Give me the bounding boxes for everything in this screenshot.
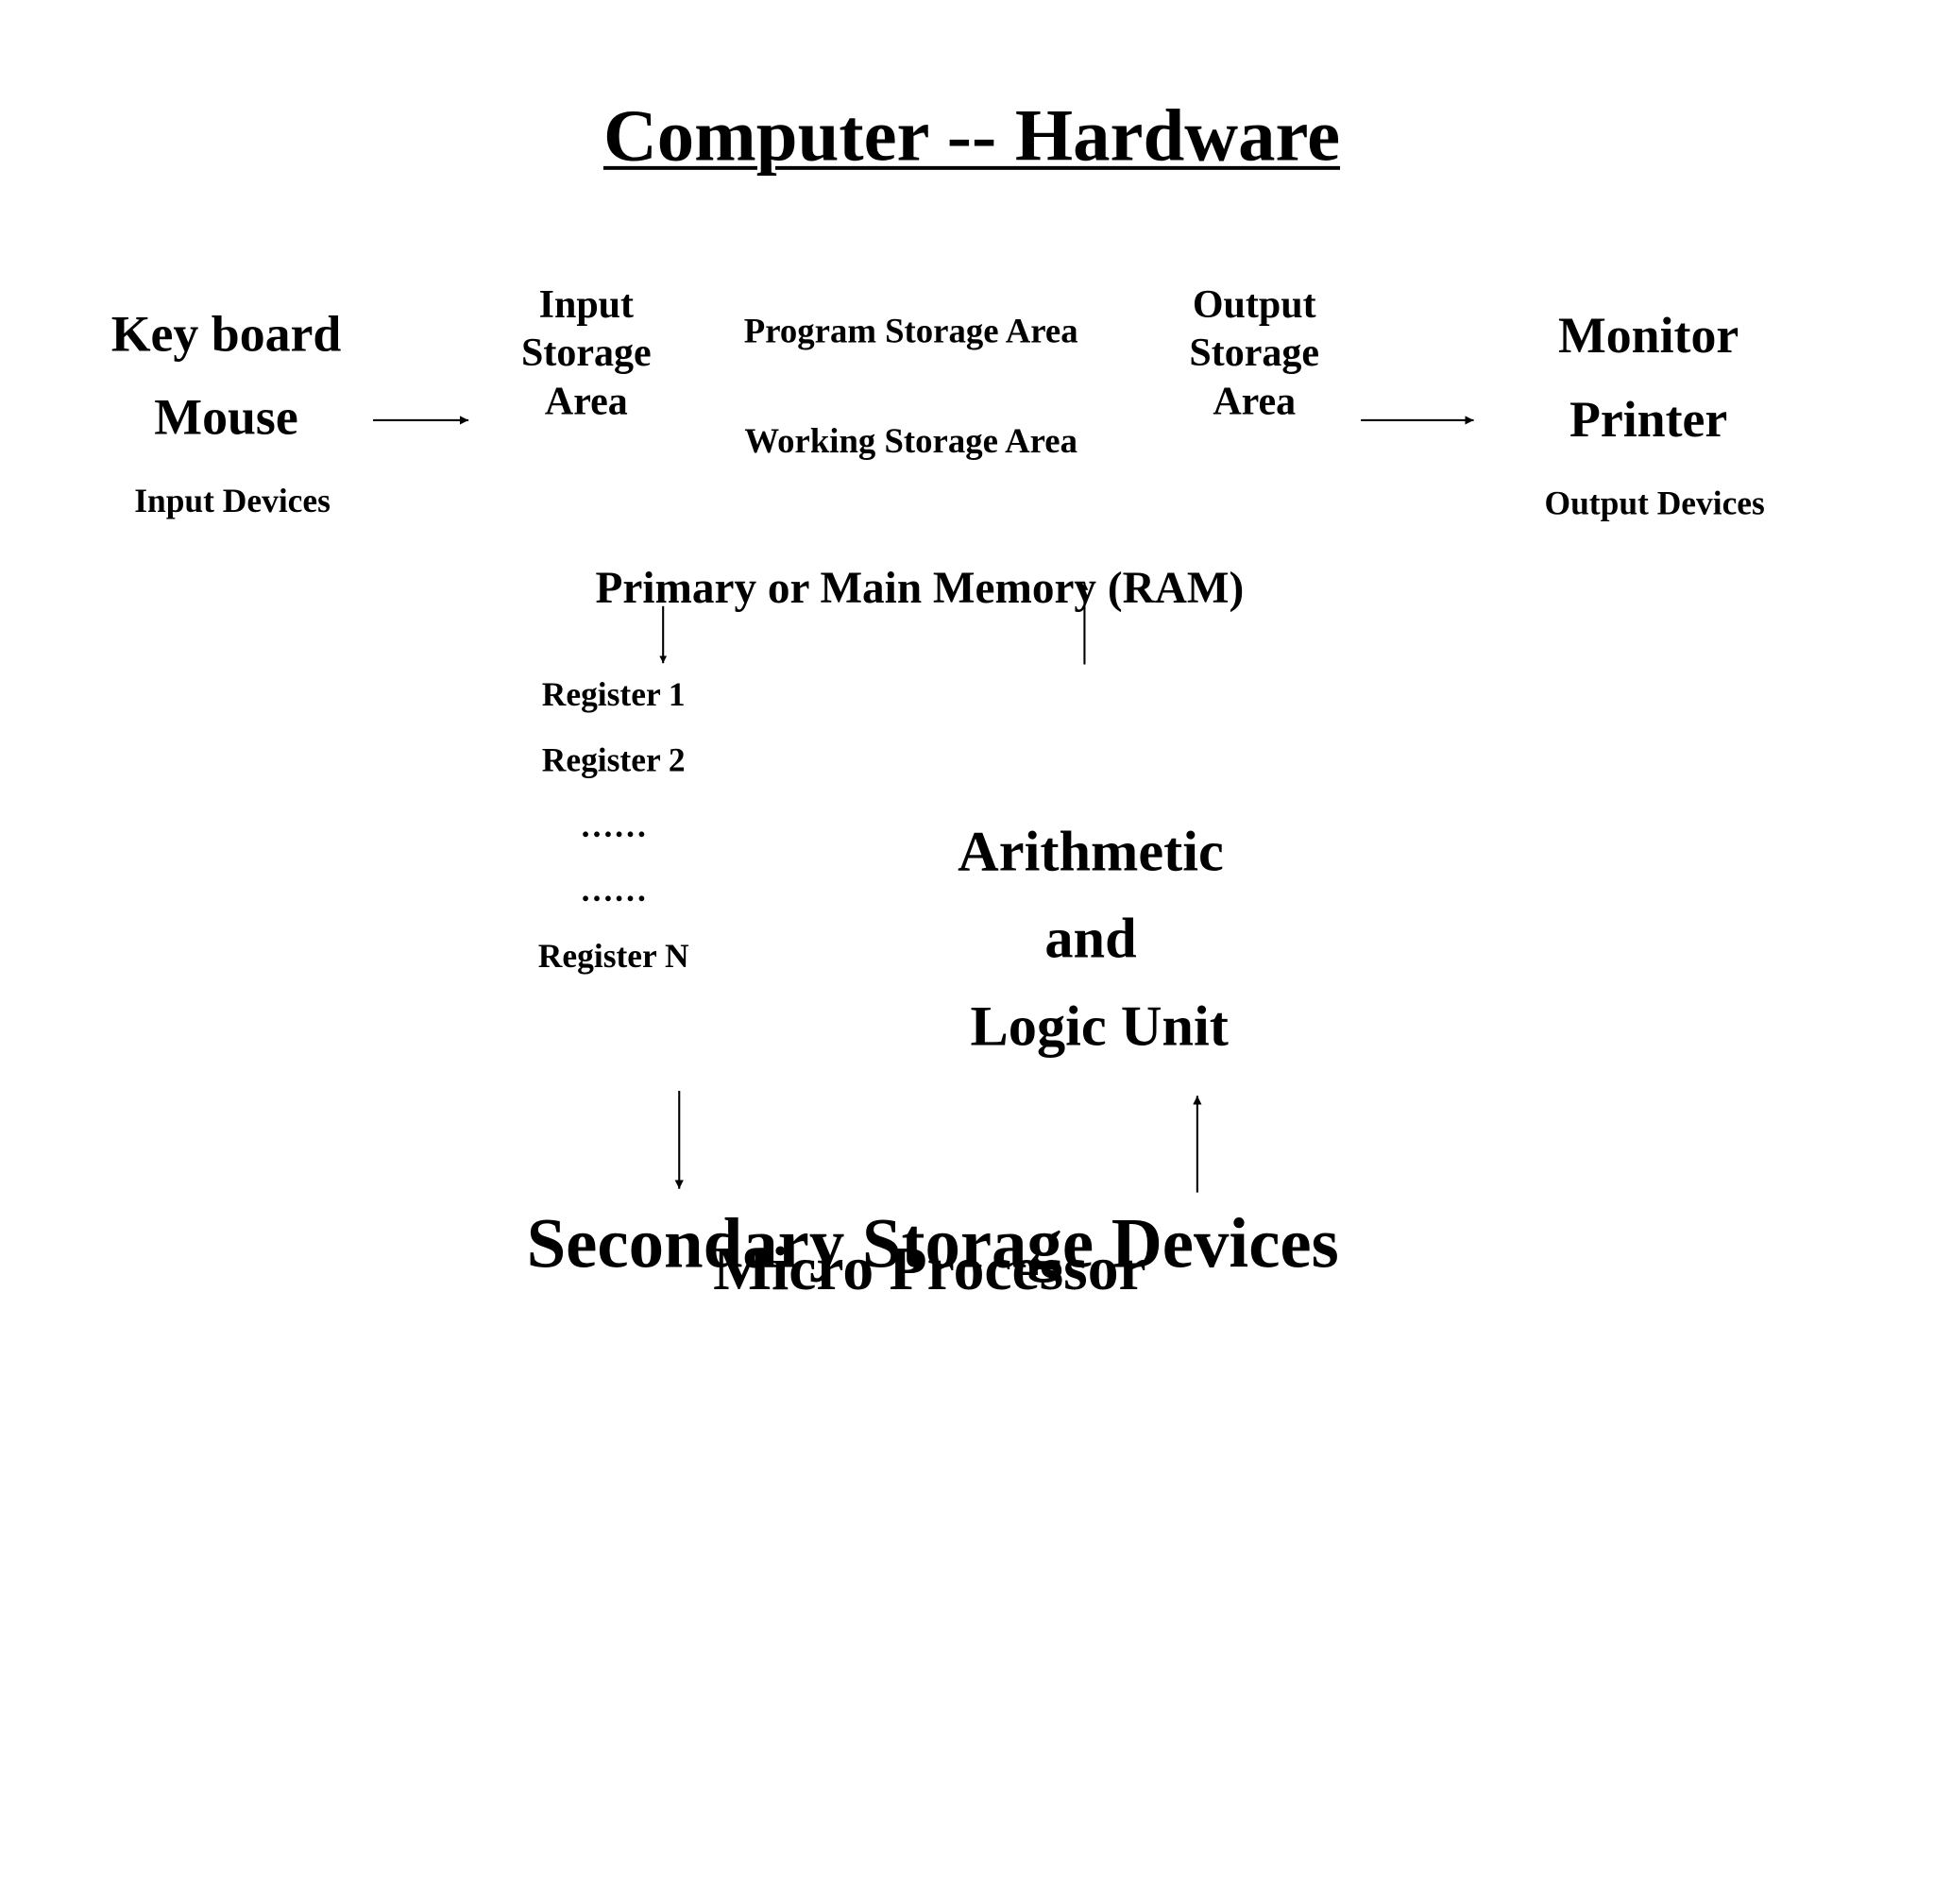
register-ellipsis: …… — [580, 871, 648, 910]
page-title: Computer -- Hardware — [602, 94, 1341, 177]
output-storage-line: Output — [1192, 280, 1316, 327]
output-storage-line: Storage — [1189, 330, 1320, 375]
register-2: Register 2 — [541, 740, 686, 779]
input-storage-area: Input Storage Area — [493, 280, 679, 426]
input-device-mouse: Mouse — [154, 387, 298, 446]
input-storage-line: Area — [544, 378, 628, 423]
working-storage-area: Working Storage Area — [744, 422, 1077, 462]
register-1: Register 1 — [541, 675, 686, 713]
input-storage-line: Input — [538, 280, 635, 327]
input-devices-label: Input Devices — [134, 482, 331, 519]
input-storage-line: Storage — [520, 330, 652, 375]
output-storage-area: Output Storage Area — [1162, 280, 1348, 426]
alu-line: Logic Unit — [970, 994, 1229, 1058]
alu-line: Arithmetic — [958, 819, 1224, 883]
register-n: Register N — [537, 937, 689, 975]
output-device-printer: Printer — [1569, 390, 1728, 448]
program-storage-area: Program Storage Area — [743, 312, 1078, 351]
input-device-keyboard: Key board — [110, 304, 342, 363]
output-device-monitor: Monitor — [1557, 306, 1739, 364]
secondary-storage-label: Secondary Storage Devices — [526, 1204, 1339, 1284]
microprocessor-label: Micro Processor — [713, 1232, 1146, 1303]
main-memory-label: Primary or Main Memory (RAM) — [595, 562, 1245, 613]
output-devices-label: Output Devices — [1544, 484, 1765, 522]
connector-arrows — [373, 416, 1474, 1193]
output-storage-line: Area — [1213, 378, 1297, 423]
alu-line: and — [1044, 906, 1137, 970]
register-ellipsis: …… — [580, 807, 648, 844]
